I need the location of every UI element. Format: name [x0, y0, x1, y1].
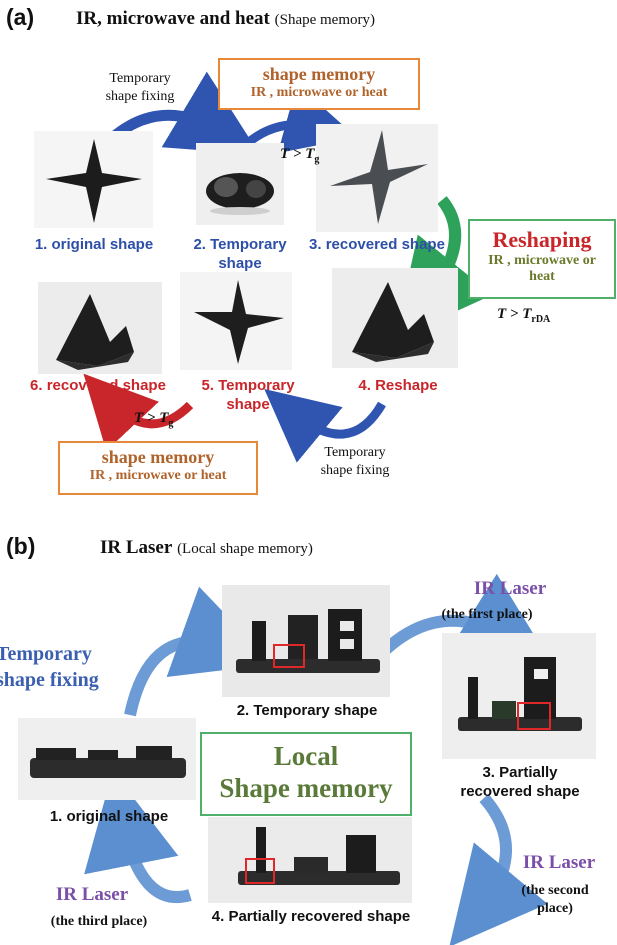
cond-tg-bottom-sub: g	[168, 418, 174, 429]
cond-tg-top: T > Tg	[280, 146, 319, 165]
panel-a-heading: IR, microwave and heat (Shape memory)	[76, 8, 375, 30]
panel-a-title: IR, microwave and heat	[76, 8, 270, 29]
step-a2-line1: 2. Temporary	[193, 236, 287, 253]
panel-b-fixing-line2: shape fixing	[0, 669, 99, 691]
photo-b-original	[18, 718, 196, 800]
laser-2-title: IR Laser	[522, 852, 596, 873]
panel-b-heading: IR Laser (Local shape memory)	[100, 537, 313, 559]
laser-2-place-line2: place)	[537, 901, 573, 916]
step-b3-label: 3. Partially recovered shape	[430, 763, 610, 801]
photo-temporary-curl	[196, 143, 284, 225]
reshaping-detail-1: IR , microwave or	[488, 253, 596, 268]
center-line2: Shape memory	[219, 773, 393, 803]
arrow-b-laser-2	[449, 794, 548, 945]
step-b3-line2: recovered shape	[460, 783, 580, 800]
panel-b-label: (b)	[6, 533, 36, 559]
laser-1-title: IR Laser	[473, 578, 547, 599]
shape-memory-box-top: shape memory IR , microwave or heat	[218, 58, 420, 110]
laser-2-place-line1: (the second	[521, 883, 589, 898]
arrow-b-laser-1	[375, 573, 553, 666]
photo-reshape	[332, 268, 458, 368]
shape-memory-bottom-detail: IR , microwave or heat	[89, 468, 227, 483]
fixing-note-top-line2: shape fixing	[105, 89, 175, 104]
cond-trda-main: T > T	[497, 306, 532, 322]
photo-temporary-star-2	[180, 272, 292, 370]
step-a4-label: 4. Reshape	[358, 377, 438, 394]
panel-a-fixing-note-bottom: Temporary shape fixing	[300, 444, 410, 480]
laser-2-place: (the second place)	[500, 882, 610, 918]
step-a3-label: 3. recovered shape	[309, 236, 445, 253]
cond-tg-bottom: T > Tg	[134, 410, 173, 429]
arrow-fix-4-5	[264, 389, 386, 463]
shape-memory-top-detail: IR , microwave or heat	[250, 85, 388, 100]
laser-3-title: IR Laser	[55, 884, 129, 905]
cond-tg-bottom-main: T > T	[134, 410, 169, 426]
cond-trda-sub: rDA	[531, 314, 551, 325]
step-a5-line1: 5. Temporary	[201, 377, 295, 394]
laser-1-place: (the first place)	[441, 607, 533, 622]
shape-memory-top-title: shape memory	[262, 64, 376, 84]
photo-b-partial-2	[208, 817, 412, 903]
cond-tg-top-main: T > T	[280, 146, 315, 162]
laser-3-place: (the third place)	[50, 914, 148, 929]
cond-trda: T > TrDA	[497, 306, 550, 325]
reshaping-detail-2: heat	[529, 269, 555, 284]
arrow-b-fix	[124, 586, 274, 717]
shape-memory-bottom-title: shape memory	[101, 447, 215, 467]
center-line1: Local	[273, 741, 339, 771]
fixing-note-top-line1: Temporary	[109, 71, 171, 86]
panel-a-fixing-note-top: Temporary shape fixing	[90, 70, 190, 106]
arrow-recover-5-6	[83, 373, 194, 451]
panel-b-title: IR Laser	[100, 537, 173, 558]
panel-a-label: (a)	[6, 4, 35, 30]
photo-recovered-star	[316, 124, 438, 232]
step-a2-line2: shape	[218, 255, 262, 272]
step-a5-line2: shape	[226, 396, 270, 413]
panel-a-subtitle: (Shape memory)	[274, 12, 375, 28]
arrow-b-laser-3	[84, 770, 192, 904]
shape-memory-box-bottom: shape memory IR , microwave or heat	[58, 441, 258, 495]
photo-original-star	[34, 131, 153, 228]
step-a1-label: 1. original shape	[34, 236, 154, 253]
fixing-note-bottom-line1: Temporary	[324, 445, 386, 460]
step-b1-label: 1. original shape	[49, 808, 169, 825]
photo-recovered-reshaped	[38, 282, 162, 374]
step-a5-label: 5. Temporary shape	[186, 376, 310, 414]
cond-tg-top-sub: g	[314, 154, 320, 165]
local-shape-memory-box: Local Shape memory	[200, 732, 412, 816]
step-a6-label: 6. recovered shape	[30, 377, 166, 394]
photo-b-temporary	[222, 585, 390, 697]
panel-b-fixing-line1: Temporary	[0, 643, 92, 665]
step-a2-label: 2. Temporary shape	[180, 235, 300, 273]
fixing-note-bottom-line2: shape fixing	[320, 463, 390, 478]
panel-b-subtitle: (Local shape memory)	[177, 541, 313, 557]
step-b2-label: 2. Temporary shape	[236, 702, 378, 719]
panel-b-fixing-label: Temporary shape fixing	[0, 641, 99, 693]
photo-b-partial-1	[442, 633, 596, 759]
reshaping-box: Reshaping IR , microwave or heat	[468, 219, 616, 299]
step-b4-label: 4. Partially recovered shape	[211, 908, 411, 925]
panel-b-arrows	[84, 573, 553, 945]
reshaping-title: Reshaping	[492, 227, 592, 252]
step-b3-line1: 3. Partially	[482, 764, 558, 781]
